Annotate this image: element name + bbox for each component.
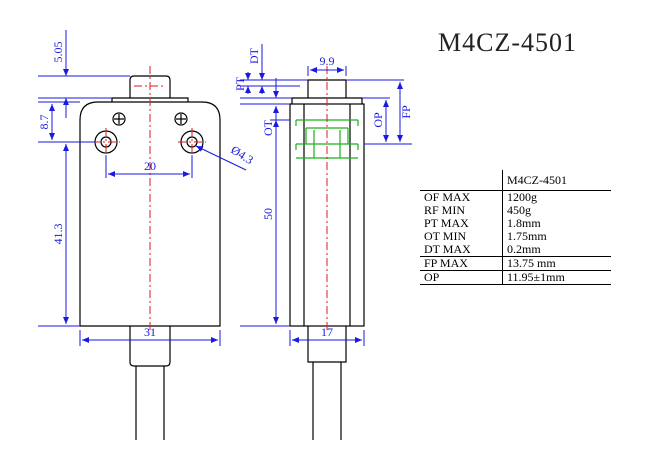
spec-key: PT MAX xyxy=(420,217,503,230)
front-screw-left xyxy=(112,112,126,126)
spec-key: DT MAX xyxy=(420,243,503,257)
spec-key: OT MIN xyxy=(420,230,503,243)
side-dimensions xyxy=(240,44,412,346)
spec-row: PT MAX 1.8mm xyxy=(420,217,611,230)
spec-row: OP 11.95±1mm xyxy=(420,270,611,285)
front-gland xyxy=(129,326,171,367)
front-view xyxy=(79,75,221,440)
spec-header-row: M4CZ-4501 xyxy=(420,170,611,191)
spec-row: OT MIN 1.75mm xyxy=(420,230,611,243)
spec-key: FP MAX xyxy=(420,256,503,271)
front-cable xyxy=(135,366,165,440)
model-title: M4CZ-4501 xyxy=(438,28,577,57)
side-plunger xyxy=(307,79,347,98)
front-centerlines xyxy=(92,66,206,330)
dim-top-height: 5.05 xyxy=(51,42,65,63)
front-plunger xyxy=(129,75,171,98)
dim-plunger-width: 9.9 xyxy=(320,54,335,68)
dim-side-height: 50 xyxy=(261,208,275,220)
dim-width: 31 xyxy=(144,325,156,339)
spec-value: 0.2mm xyxy=(502,243,611,257)
spec-value: 1.75mm xyxy=(507,229,547,243)
spec-row: OF MAX 1200g xyxy=(420,190,611,204)
spec-value: 11.95±1mm xyxy=(502,270,611,285)
side-gland xyxy=(307,326,347,363)
spec-row: RF MIN 450g xyxy=(420,204,611,217)
spec-key: OF MAX xyxy=(420,190,503,204)
side-cable xyxy=(312,362,342,440)
spec-value: 1200g xyxy=(507,190,537,204)
spec-table: M4CZ-4501 OF MAX 1200g RF MIN 450g PT MA… xyxy=(420,170,611,285)
dim-ot: OT xyxy=(261,119,275,136)
dim-fp: FP xyxy=(399,105,413,119)
spec-row: DT MAX 0.2mm xyxy=(420,243,611,257)
spec-value: 1.8mm xyxy=(507,216,541,230)
dim-thickness: 17 xyxy=(321,325,333,339)
front-dimensions xyxy=(38,30,247,346)
dim-body-height: 41.3 xyxy=(51,224,65,245)
front-body xyxy=(79,101,221,327)
dim-hole-pitch: 20 xyxy=(144,159,156,173)
dim-cap-height: 8.7 xyxy=(37,115,51,130)
spec-value: 13.75 mm xyxy=(502,256,611,271)
spec-key: OP xyxy=(420,270,503,285)
dim-op: OP xyxy=(371,112,385,128)
front-screw-right xyxy=(174,112,188,126)
dim-pt: PT xyxy=(233,76,247,91)
spec-key: RF MIN xyxy=(420,204,503,217)
dim-dt: DT xyxy=(247,47,261,64)
spec-row: FP MAX 13.75 mm xyxy=(420,256,611,271)
spec-value: 450g xyxy=(507,203,531,217)
spec-header: M4CZ-4501 xyxy=(502,170,611,191)
